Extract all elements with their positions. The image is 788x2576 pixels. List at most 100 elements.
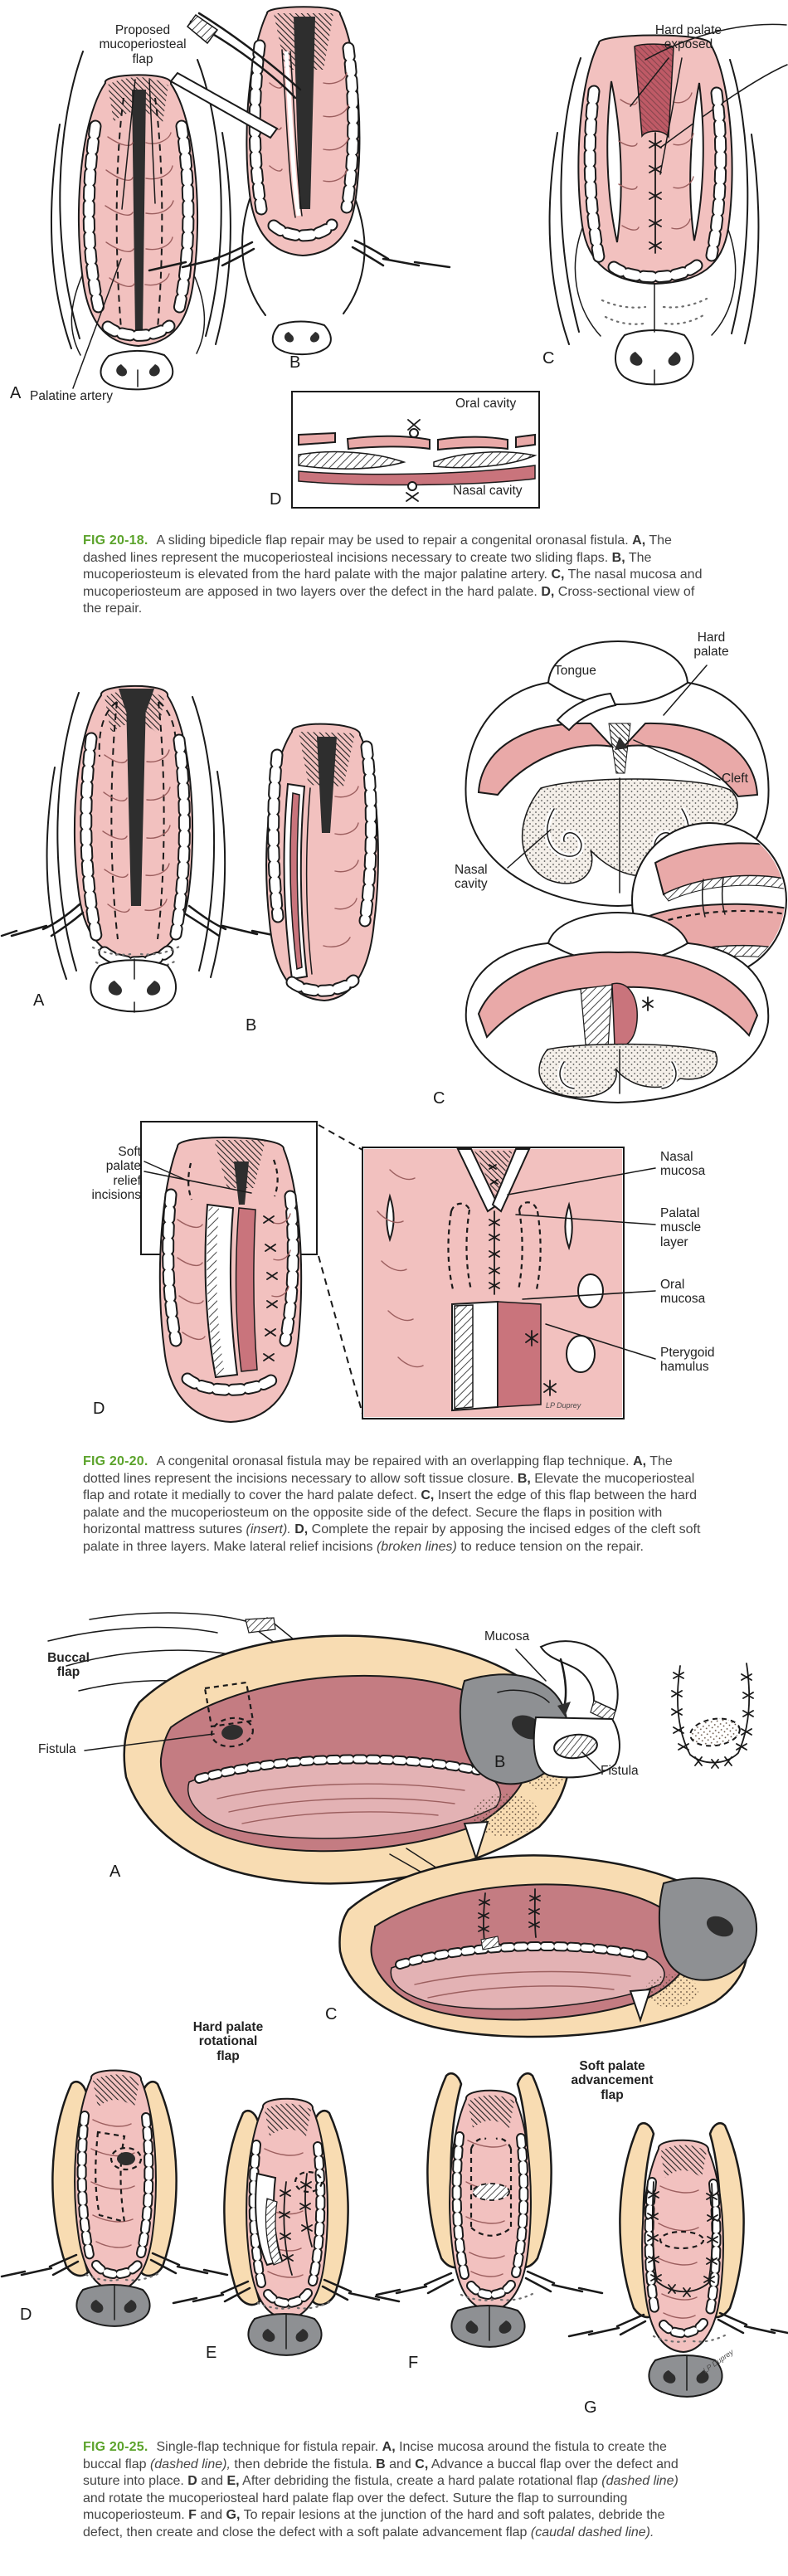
- panel-b-rotated-flap: [265, 723, 379, 1002]
- caption-segment: Cross-sectional view of the repair.: [83, 584, 695, 616]
- panel-d-three-layer-closure: [140, 1121, 363, 1424]
- caption-segment: A,: [632, 533, 646, 548]
- panel-letter-d: D: [93, 1400, 105, 1418]
- panel-letter-a: A: [109, 1863, 121, 1881]
- caption-segment: Complete the repair by apposing the inci…: [83, 1522, 701, 1554]
- panel-letter-e: E: [206, 2344, 217, 2362]
- fig-20-20-caption-text: A congenital oronasal fistula may be rep…: [83, 1454, 700, 1554]
- panel-letter-a: A: [10, 384, 22, 402]
- label-oral-cavity: Oral cavity: [455, 397, 517, 411]
- label-mucosa: Mucosa: [484, 1629, 530, 1643]
- panel-a-bipedicle-incisions: [50, 51, 231, 391]
- fig1-leader-lines: [72, 57, 683, 389]
- panel-b-mucosa-advance: [533, 1640, 620, 1779]
- panel-letter-a: A: [33, 991, 45, 1010]
- fig-20-18-caption: FIG 20-18. A sliding bipedicle flap repai…: [83, 533, 703, 618]
- fig-20-25-caption-tag: FIG 20-25.: [83, 2440, 148, 2454]
- label-proposed-mucoperiosteal-flap: Proposed mucoperiosteal flap: [99, 23, 187, 66]
- label-cleft: Cleft: [722, 772, 748, 786]
- caption-segment: and: [197, 2474, 227, 2488]
- fig-20-18-caption-tag: FIG 20-18.: [83, 533, 148, 548]
- panel-d-cross-section: [291, 391, 540, 509]
- panel-a-dotted-incisions: [0, 684, 287, 1013]
- cross-section-repaired: [465, 911, 770, 1104]
- fig-20-25-illustration: Buccal flap Fistula Mucosa Fistula Hard …: [0, 1601, 788, 2427]
- label-hard-palate: Hard palate: [693, 631, 729, 660]
- caption-segment: B,: [517, 1471, 531, 1486]
- caption-segment: Advance a buccal flap over the defect an…: [83, 2457, 679, 2489]
- fig-20-20-caption: FIG 20-20. A congenital oronasal fistula …: [83, 1454, 703, 1556]
- label-nasal-cavity: Nasal cavity: [455, 863, 488, 892]
- caption-segment: and: [385, 2457, 416, 2471]
- fig-20-20-illustration: Hard palate Tongue Cleft Nasal cavity So…: [0, 631, 788, 1452]
- caption-segment: The dotted lines represent the incisions…: [83, 1454, 673, 1486]
- label-soft-palate-advancement-flap: Soft palate advancement flap: [571, 2059, 654, 2102]
- panel-letter-d: D: [20, 2306, 32, 2324]
- caption-segment: A,: [633, 1454, 647, 1468]
- panel-letter-b: B: [494, 1753, 506, 1771]
- label-fistula-panel-a: Fistula: [38, 1742, 76, 1756]
- fig3-leader-lines: [84, 1648, 601, 1771]
- fig-20-25-caption-text: Single-flap technique for fistula repair…: [83, 2440, 679, 2539]
- label-palatine-artery: Palatine artery: [30, 389, 113, 403]
- caption-segment: B,: [611, 550, 625, 565]
- panel-f-advancement-plan: [375, 2072, 604, 2348]
- caption-segment: Insert the edge of this flap between the…: [83, 1488, 698, 1536]
- caption-segment: (dashed line),: [149, 2457, 231, 2471]
- caption-segment: E,: [226, 2474, 240, 2488]
- caption-segment: The nasal mucosa and mucoperiosteum are …: [83, 567, 703, 599]
- panel-e-rotational-flap-sutured: [172, 2097, 401, 2356]
- caption-segment: Incise mucosa around the fistula to crea…: [83, 2440, 667, 2471]
- fig2-leader-lines: [143, 665, 721, 1360]
- label-buccal-flap: Buccal flap: [47, 1651, 90, 1680]
- panel-letter-c: C: [325, 2005, 338, 2023]
- caption-segment: (caudal dashed line).: [530, 2525, 654, 2539]
- label-oral-mucosa: Oral mucosa: [660, 1278, 706, 1307]
- panel-letter-b: B: [246, 1016, 257, 1035]
- panel-letter-g: G: [584, 2398, 597, 2417]
- caption-segment: C,: [551, 567, 565, 582]
- suture-pattern-diagram: [671, 1663, 754, 1769]
- caption-segment: A sliding bipedicle flap repair may be u…: [156, 533, 633, 548]
- caption-segment: (dashed line): [601, 2474, 679, 2488]
- caption-segment: C,: [421, 1488, 435, 1502]
- panel-g-advancement-sutured: [567, 2122, 788, 2398]
- fig-20-20-caption-tag: FIG 20-20.: [83, 1454, 148, 1468]
- caption-segment: D,: [294, 1522, 309, 1536]
- caption-segment: C,: [415, 2457, 429, 2471]
- fig-20-25-drawing: [0, 1612, 788, 2398]
- fig-20-20-drawing: [0, 640, 787, 1424]
- caption-segment: (insert).: [246, 1522, 291, 1536]
- label-hard-palate-exposed: Hard palate exposed: [654, 23, 722, 52]
- caption-segment: A congenital oronasal fistula may be rep…: [156, 1454, 634, 1468]
- caption-segment: D,: [541, 584, 555, 599]
- caption-segment: The dashed lines represent the mucoperio…: [83, 533, 672, 565]
- caption-segment: A,: [382, 2440, 396, 2454]
- label-palatal-muscle-layer: Palatal muscle layer: [660, 1206, 702, 1249]
- label-nasal-mucosa: Nasal mucosa: [660, 1150, 706, 1179]
- label-tongue: Tongue: [554, 664, 596, 678]
- panel-c-sutured-flap: [338, 1848, 757, 2038]
- caption-segment: (broken lines): [376, 1539, 457, 1554]
- panel-c-apposed-layers: [548, 23, 788, 386]
- panel-letter-b: B: [289, 353, 301, 372]
- panel-b-elevation: [148, 6, 451, 356]
- fig-20-18-caption-text: A sliding bipedicle flap repair may be u…: [83, 533, 702, 616]
- label-pterygoid-hamulus: Pterygoid hamulus: [660, 1346, 715, 1375]
- caption-segment: to reduce tension on the repair.: [456, 1539, 644, 1554]
- illustrator-signature: LP Duprey: [546, 1401, 581, 1410]
- label-nasal-cavity: Nasal cavity: [453, 484, 523, 498]
- fig-20-18-drawing: [50, 6, 788, 509]
- panel-a-buccal-flap: [47, 1612, 572, 1885]
- fig-20-25-caption: FIG 20-25.Single-flap technique for fist…: [83, 2439, 703, 2541]
- caption-segment: The mucoperiosteum is elevated from the …: [83, 550, 652, 582]
- fig-20-18-illustration: Proposed mucoperiosteal flap Hard palate…: [0, 0, 788, 524]
- panel-letter-f: F: [408, 2354, 419, 2372]
- caption-segment: B: [376, 2457, 386, 2471]
- panel-letter-d: D: [270, 490, 282, 509]
- caption-segment: and rotate the mucoperiosteal hard palat…: [83, 2491, 628, 2523]
- panel-letter-c: C: [542, 349, 555, 368]
- caption-segment: Elevate the mucoperiosteal flap and rota…: [83, 1471, 695, 1503]
- caption-segment: F: [188, 2508, 197, 2522]
- label-fistula-panel-b: Fistula: [601, 1764, 639, 1778]
